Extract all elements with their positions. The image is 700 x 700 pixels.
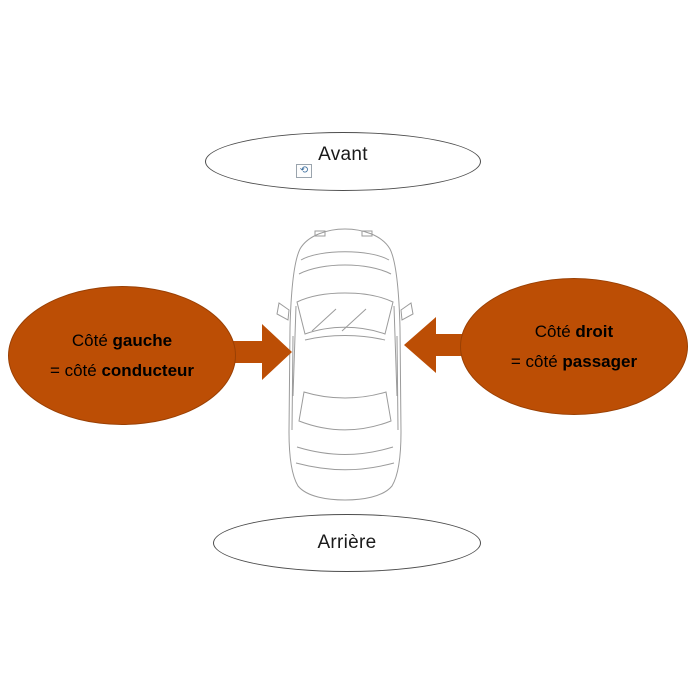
left-callout-line1-prefix: Côté xyxy=(71,330,113,350)
right-callout-line1-prefix: Côté xyxy=(534,321,576,341)
front-label: Avant xyxy=(318,144,368,165)
car-top-view-drawing xyxy=(276,228,414,501)
left-callout-line2: = côté conducteur xyxy=(50,356,194,386)
car-side-mirrors xyxy=(276,302,414,321)
car-hood-line xyxy=(300,251,390,261)
right-callout-line1-bold: droit xyxy=(575,321,614,341)
car-roof-detail xyxy=(314,230,326,237)
car-hood-line xyxy=(298,264,392,275)
car-roof-line xyxy=(304,335,386,341)
right-side-callout: Côté droit = côté passager xyxy=(460,278,688,415)
image-placeholder-icon: ⟲ xyxy=(296,164,312,178)
car-body-outline xyxy=(288,228,402,501)
right-callout-line2-prefix: = côté xyxy=(510,351,563,371)
car-wipers xyxy=(311,308,367,332)
car-trunk-line xyxy=(295,462,395,471)
car-rear-window xyxy=(298,391,392,431)
left-callout-line2-prefix: = côté xyxy=(49,360,102,380)
right-callout-line1: Côté droit xyxy=(535,317,613,347)
right-callout-line2-bold: passager xyxy=(562,351,638,371)
car-windshield xyxy=(296,292,394,335)
rear-label: Arrière xyxy=(317,532,377,553)
left-side-callout: Côté gauche = côté conducteur xyxy=(8,286,236,425)
car-door-lines xyxy=(291,335,399,431)
right-callout-line2: = côté passager xyxy=(511,347,637,377)
front-ellipse: Avant ⟲ xyxy=(205,132,481,191)
left-callout-line2-bold: conducteur xyxy=(101,360,195,380)
car-trunk-line xyxy=(296,446,394,455)
right-arrow xyxy=(404,317,466,373)
car-roof-detail xyxy=(361,230,373,237)
car-side-windows xyxy=(292,305,398,397)
left-callout-line1-bold: gauche xyxy=(112,330,173,350)
left-arrow xyxy=(230,324,292,380)
left-callout-line1: Côté gauche xyxy=(72,326,172,356)
rear-ellipse: Arrière xyxy=(213,514,481,572)
